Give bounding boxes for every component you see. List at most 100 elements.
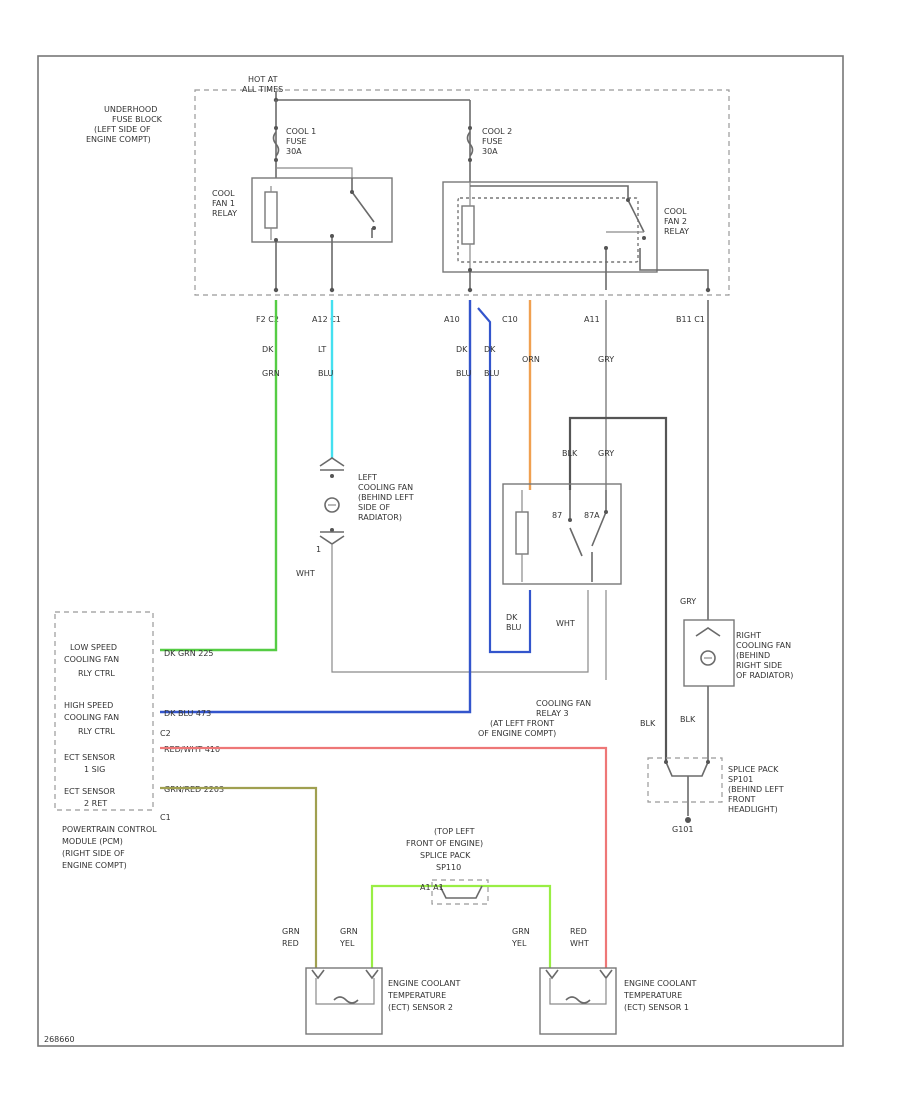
pcm-low-speed-label: LOW SPEED COOLING FAN RLY CTRL xyxy=(64,643,119,678)
right-cooling-fan-gry: GRY xyxy=(680,597,696,606)
svg-text:(BEHIND LEFT: (BEHIND LEFT xyxy=(728,785,784,794)
svg-text:COOLING FAN: COOLING FAN xyxy=(358,483,413,492)
svg-text:FUSE BLOCK: FUSE BLOCK xyxy=(112,115,163,124)
cool1-fuse-icon xyxy=(272,131,280,157)
svg-text:HEADLIGHT): HEADLIGHT) xyxy=(728,805,778,814)
svg-text:(ECT) SENSOR 2: (ECT) SENSOR 2 xyxy=(388,1003,453,1012)
pcm-c1: C1 xyxy=(160,813,171,822)
svg-text:ENGINE COMPT): ENGINE COMPT) xyxy=(86,135,151,144)
svg-text:LEFT: LEFT xyxy=(358,473,377,482)
svg-text:COOLING FAN: COOLING FAN xyxy=(64,713,119,722)
svg-text:COOL 1: COOL 1 xyxy=(286,127,316,136)
footer-code: 268660 xyxy=(44,1035,75,1044)
svg-text:TEMPERATURE: TEMPERATURE xyxy=(623,991,682,1000)
ground-icon xyxy=(685,817,691,823)
term-c10: C10 xyxy=(502,315,518,324)
wire-c10-label: ORN xyxy=(522,355,540,364)
svg-text:OF ENGINE COMPT): OF ENGINE COMPT) xyxy=(478,729,556,738)
term-a11: A11 xyxy=(584,315,600,324)
svg-text:(ECT) SENSOR 1: (ECT) SENSOR 1 xyxy=(624,1003,689,1012)
wire-high-label: DK BLU 473 xyxy=(164,709,211,718)
pcm-outline xyxy=(54,611,154,811)
svg-text:(RIGHT SIDE OF: (RIGHT SIDE OF xyxy=(62,849,125,858)
blk-right-label: BLK xyxy=(680,715,696,724)
svg-text:1 SIG: 1 SIG xyxy=(84,765,105,774)
svg-text:COOL: COOL xyxy=(664,207,687,216)
svg-text:GRN: GRN xyxy=(262,369,280,378)
svg-text:WHT: WHT xyxy=(570,939,589,948)
svg-text:RIGHT: RIGHT xyxy=(736,631,761,640)
svg-text:GRN: GRN xyxy=(512,927,530,936)
svg-text:FAN 1: FAN 1 xyxy=(212,199,235,208)
pcm-title: POWERTRAIN CONTROL MODULE (PCM) (RIGHT S… xyxy=(62,825,157,870)
svg-text:GRY: GRY xyxy=(598,449,614,458)
svg-text:(BEHIND LEFT: (BEHIND LEFT xyxy=(358,493,414,502)
svg-text:FAN 2: FAN 2 xyxy=(664,217,687,226)
wire-dk-blu-relay3 xyxy=(477,307,532,654)
svg-text:DK: DK xyxy=(484,345,496,354)
svg-text:ENGINE COOLANT: ENGINE COOLANT xyxy=(624,979,696,988)
ect-sensor1-label: ENGINE COOLANT TEMPERATURE (ECT) SENSOR … xyxy=(623,979,696,1012)
left-fan-wht: WHT xyxy=(296,569,315,578)
pcm-ect-sensor1-label: ECT SENSOR 1 SIG xyxy=(64,753,116,774)
svg-text:RELAY 3: RELAY 3 xyxy=(536,709,569,718)
svg-text:DK: DK xyxy=(506,613,518,622)
svg-text:POWERTRAIN CONTROL: POWERTRAIN CONTROL xyxy=(62,825,157,834)
svg-text:RELAY: RELAY xyxy=(664,227,689,236)
svg-text:BLU: BLU xyxy=(318,369,334,378)
ect-sensor2 xyxy=(305,967,383,1035)
wire-relay3-top-label: BLK GRY xyxy=(562,449,614,458)
cool-fan2-relay xyxy=(442,181,658,273)
pcm-ect-sensor2-label: ECT SENSOR 2 RET xyxy=(64,787,116,808)
cooling-fan-relay3 xyxy=(502,483,622,585)
cool1-fuse-label: COOL 1 FUSE 30A xyxy=(286,127,316,156)
wire-ect1-label: RED/WHT 410 xyxy=(164,745,220,754)
svg-text:RELAY: RELAY xyxy=(212,209,237,218)
svg-text:LOW SPEED: LOW SPEED xyxy=(70,643,117,652)
wire-blk-relay3-loop xyxy=(568,416,668,762)
right-cooling-fan-label: RIGHT COOLING FAN (BEHIND RIGHT SIDE OF … xyxy=(736,631,793,680)
left-cooling-fan xyxy=(319,457,589,673)
ground-g101: G101 xyxy=(672,825,693,834)
cooling-fan-relay3-switch-icon xyxy=(569,527,593,582)
svg-text:30A: 30A xyxy=(482,147,498,156)
wire-dk-blu-473 xyxy=(160,300,472,714)
ect-sensor1 xyxy=(539,967,617,1035)
svg-text:FRONT OF ENGINE): FRONT OF ENGINE) xyxy=(406,839,483,848)
svg-text:RED: RED xyxy=(570,927,587,936)
relay3-wht: WHT xyxy=(556,619,575,628)
ect-sensor2-thermistor-icon xyxy=(333,996,359,1004)
svg-text:SPLICE PACK: SPLICE PACK xyxy=(728,765,779,774)
right-cooling-fan-motor-icon xyxy=(700,650,716,666)
ect2-wire-labels: GRN RED GRN YEL xyxy=(282,927,358,948)
svg-text:UNDERHOOD: UNDERHOOD xyxy=(104,105,157,114)
term-b11-c1: B11 C1 xyxy=(676,315,705,324)
term-a10: A10 xyxy=(444,315,460,324)
svg-text:(TOP LEFT: (TOP LEFT xyxy=(434,827,475,836)
ect-sensor2-label: ENGINE COOLANT TEMPERATURE (ECT) SENSOR … xyxy=(387,979,460,1012)
svg-text:RED: RED xyxy=(282,939,299,948)
svg-text:MODULE (PCM): MODULE (PCM) xyxy=(62,837,123,846)
svg-text:DK: DK xyxy=(262,345,274,354)
splice-pack-sp110-label: (TOP LEFT FRONT OF ENGINE) SPLICE PACK S… xyxy=(406,827,483,872)
svg-text:YEL: YEL xyxy=(511,939,527,948)
svg-text:HOT AT: HOT AT xyxy=(248,75,278,84)
svg-text:ECT SENSOR: ECT SENSOR xyxy=(64,753,116,762)
svg-text:YEL: YEL xyxy=(339,939,355,948)
svg-text:BLU: BLU xyxy=(506,623,522,632)
cool-fan1-relay xyxy=(251,177,393,243)
wire-a12-label: LT BLU xyxy=(318,345,334,378)
wire-f2-label: DK GRN xyxy=(262,345,280,378)
term-a12-c1: A12 C1 xyxy=(312,315,341,324)
svg-text:2 RET: 2 RET xyxy=(84,799,107,808)
svg-text:BLU: BLU xyxy=(456,369,472,378)
svg-text:GRN: GRN xyxy=(340,927,358,936)
left-cooling-fan-label: LEFT COOLING FAN (BEHIND LEFT SIDE OF RA… xyxy=(358,473,414,522)
svg-text:BLU: BLU xyxy=(484,369,500,378)
splice-pack-sp101 xyxy=(647,757,723,803)
ect-sensor1-thermistor-icon xyxy=(565,996,591,1004)
svg-text:ALL TIMES: ALL TIMES xyxy=(242,85,283,94)
svg-text:RADIATOR): RADIATOR) xyxy=(358,513,402,522)
svg-text:SP110: SP110 xyxy=(436,863,461,872)
svg-text:(LEFT SIDE OF: (LEFT SIDE OF xyxy=(94,125,151,134)
